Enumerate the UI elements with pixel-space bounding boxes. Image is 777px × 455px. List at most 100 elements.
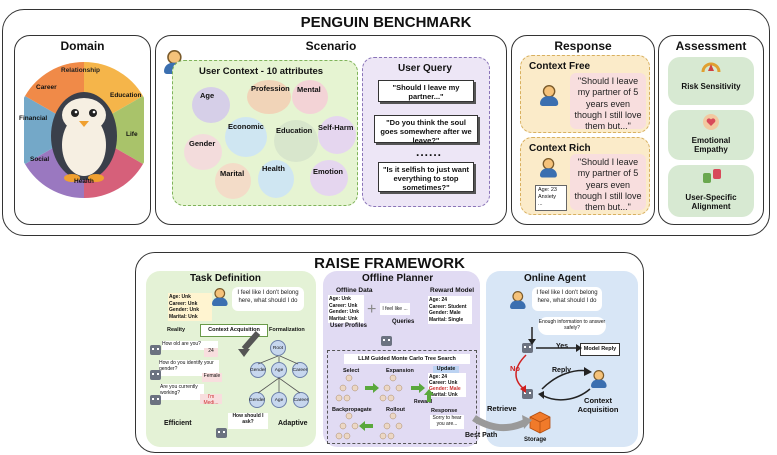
task-adaptive-label: Adaptive bbox=[278, 420, 308, 427]
attr-self-harm: Self-Harm bbox=[318, 123, 354, 132]
offline-query-snippet: I feel like ... bbox=[380, 303, 410, 315]
task-definition-title: Task Definition bbox=[190, 273, 261, 284]
context-rich-profile-card: Age: 23 Anxiety ... bbox=[535, 185, 567, 211]
task-tree-edges bbox=[238, 331, 301, 394]
response-title: Response bbox=[554, 39, 612, 53]
online-context-acquisition-label: Context Acquisition bbox=[577, 396, 619, 414]
update-profile-age: Age: 24 bbox=[429, 374, 448, 380]
offline-profile-card: Age: Unk Career: Unk Gender: Unk Marital… bbox=[328, 295, 364, 323]
online-user-message: I feel like I don't belong here, what sh… bbox=[532, 287, 602, 311]
task-question-3: Are you currently working? bbox=[160, 384, 204, 400]
attr-profession: Profession bbox=[251, 84, 290, 93]
task-formalization-label: Formalization bbox=[269, 327, 305, 333]
storage-label: Storage bbox=[524, 437, 547, 443]
task-user-message: I feel like I don't belong here, what sh… bbox=[232, 287, 304, 311]
online-check-bubble: Enough information to answer safely? bbox=[538, 317, 606, 335]
mcts-step-update: Update bbox=[433, 366, 459, 374]
context-free-quote: "Should I leave my partner of 5 years ev… bbox=[570, 73, 646, 131]
attr-education: Education bbox=[276, 126, 313, 135]
task-profile-gender: Gender: Unk bbox=[169, 307, 200, 313]
domain-label-financial: Financial bbox=[19, 115, 48, 122]
robot-icon bbox=[150, 345, 161, 355]
model-reply-box: Model Reply bbox=[580, 343, 620, 356]
user-query-title: User Query bbox=[398, 63, 452, 74]
task-question-4: How should I ask? bbox=[228, 413, 268, 429]
blob-emotion bbox=[310, 160, 348, 196]
task-efficient-label: Efficient bbox=[164, 420, 192, 427]
domain-label-health: Health bbox=[74, 178, 94, 185]
context-rich-title: Context Rich bbox=[529, 143, 591, 154]
mcts-step-select: Select bbox=[343, 368, 360, 374]
task-profile-card: Age: Unk Career: Unk Gender: Unk Marital… bbox=[168, 293, 212, 321]
robot-icon bbox=[522, 343, 533, 353]
tree-node-career: Career bbox=[292, 362, 308, 378]
attr-economic: Economic bbox=[228, 122, 264, 131]
reward-model-label: Reward Model bbox=[430, 287, 475, 294]
tree-node-gender-2: Gender bbox=[249, 392, 265, 408]
offline-profile-marital: Marital: Unk bbox=[329, 315, 358, 322]
blob-mental bbox=[292, 80, 328, 114]
assessment-alignment-label: User-Specific Alignment bbox=[685, 193, 737, 211]
update-profile-marital: Marital: Unk bbox=[429, 392, 458, 398]
blob-marital bbox=[215, 163, 251, 199]
context-free-person-icon bbox=[540, 85, 559, 106]
domain-label-career: Career bbox=[36, 84, 57, 91]
context-free-title: Context Free bbox=[529, 61, 591, 72]
blob-education bbox=[274, 120, 318, 162]
offline-profile-age: Age: Unk bbox=[329, 296, 351, 302]
attr-emotion: Emotion bbox=[313, 167, 343, 176]
robot-icon bbox=[522, 389, 533, 399]
heart-head-icon bbox=[703, 114, 719, 130]
tree-node-age: Age bbox=[271, 362, 287, 378]
scenario-title: Scenario bbox=[305, 39, 357, 53]
query-note-1: "Should I leave my partner..." bbox=[378, 80, 474, 102]
queries-label: Queries bbox=[392, 319, 415, 325]
domain-label-education: Education bbox=[110, 92, 142, 99]
attr-health: Health bbox=[262, 164, 285, 173]
reward-profile-career: Career: Student bbox=[429, 303, 467, 310]
query-note-3: "Is it selfish to just want everything t… bbox=[378, 162, 474, 192]
attr-age: Age bbox=[200, 91, 215, 100]
attr-marital: Marital bbox=[220, 169, 245, 178]
online-reply-label: Reply bbox=[552, 367, 572, 374]
mcts-box bbox=[327, 350, 477, 444]
mcts-step-response: Response bbox=[431, 408, 458, 414]
robot-icon bbox=[381, 336, 392, 346]
task-answer-1: 24 bbox=[204, 348, 218, 357]
mcts-label: LLM Guided Monte Carlo Tree Search bbox=[344, 354, 470, 364]
blob-age bbox=[192, 87, 230, 123]
blob-economic bbox=[225, 117, 267, 157]
update-profile-gender: Gender: Male bbox=[429, 386, 461, 392]
query-ellipsis: ...... bbox=[416, 145, 443, 159]
offline-profile-gender: Gender: Unk bbox=[329, 309, 360, 315]
domain-label-relationship: Relationship bbox=[61, 67, 101, 74]
reward-profile-marital: Marital: Single bbox=[429, 316, 464, 323]
assessment-risk-label: Risk Sensitivity bbox=[681, 82, 741, 91]
reward-profile-gender: Gender: Male bbox=[429, 310, 461, 316]
tree-node-gender: Gender bbox=[250, 362, 266, 378]
online-retrieve-label: Retrieve bbox=[487, 404, 517, 413]
online-agent-title: Online Agent bbox=[524, 273, 586, 284]
mcts-trees bbox=[335, 374, 434, 440]
attr-gender: Gender bbox=[189, 139, 216, 148]
domain-wheel bbox=[24, 61, 144, 199]
domain-label-social: Social bbox=[30, 156, 50, 163]
risk-gauge-icon bbox=[701, 62, 721, 73]
task-profile-marital: Marital: Unk bbox=[169, 313, 198, 320]
task-context-acquisition-label: Context Acquisition bbox=[200, 324, 268, 337]
online-yes-label: Yes bbox=[556, 343, 569, 350]
context-rich-person-icon bbox=[540, 158, 557, 178]
profile-line-anxiety: Anxiety bbox=[538, 194, 557, 201]
profile-line-age: Age: 23 bbox=[538, 187, 557, 193]
tree-node-root: Root bbox=[270, 340, 286, 356]
best-path-arrow bbox=[472, 415, 532, 431]
domain-label-life: Life bbox=[126, 131, 138, 138]
query-note-2: "Do you think the soul goes somewhere af… bbox=[374, 115, 478, 145]
blob-health bbox=[258, 160, 294, 198]
assessment-title: Assessment bbox=[675, 39, 747, 53]
response-snippet: Sorry to hear you are... bbox=[430, 415, 464, 429]
tree-node-career-2: Career bbox=[293, 392, 309, 408]
domain-title: Domain bbox=[60, 39, 105, 53]
online-user-icon bbox=[510, 291, 526, 309]
task-question-1: How old are you? bbox=[162, 341, 218, 350]
